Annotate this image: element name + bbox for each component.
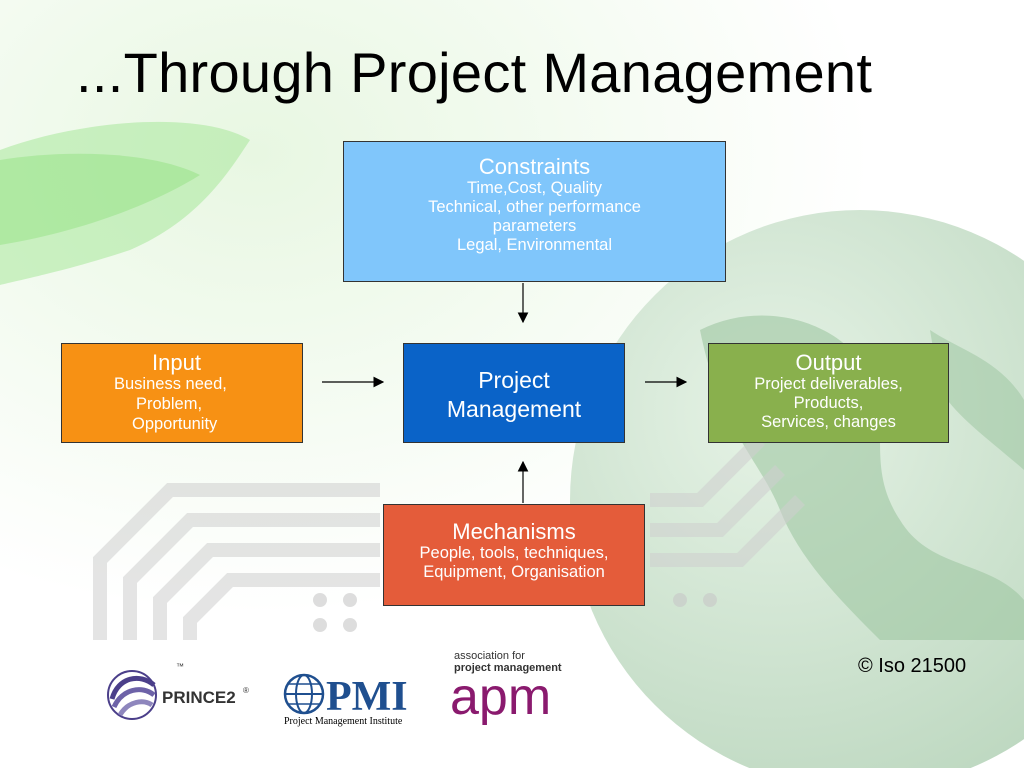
apm-wordmark: apm xyxy=(450,668,551,726)
input-box: Input Business need, Problem, Opportunit… xyxy=(61,343,303,443)
output-line: Products, xyxy=(793,394,864,413)
prince2-swirl-icon xyxy=(107,670,157,720)
constraints-line: Time,Cost, Quality xyxy=(466,179,603,198)
constraints-box: Constraints Time,Cost, Quality Technical… xyxy=(343,141,726,282)
svg-text:™: ™ xyxy=(176,662,184,671)
svg-text:®: ® xyxy=(243,686,249,695)
pmi-wordmark: PMI xyxy=(326,674,408,720)
output-heading: Output xyxy=(795,350,862,375)
mechanisms-line: People, tools, techniques, xyxy=(419,544,609,563)
project-management-line: Management xyxy=(446,395,582,422)
pmi-globe-icon xyxy=(283,673,325,715)
mechanisms-box: Mechanisms People, tools, techniques, Eq… xyxy=(383,504,645,606)
mechanisms-heading: Mechanisms xyxy=(452,519,576,544)
apm-logo: association for project management apm xyxy=(446,648,590,730)
constraints-line: parameters xyxy=(492,217,577,236)
project-management-line: Project xyxy=(478,367,550,393)
pmi-caption: Project Management Institute xyxy=(284,716,403,727)
input-line: Problem, xyxy=(136,395,203,414)
pmi-logo: PMI Project Management Institute xyxy=(282,660,437,728)
output-box: Output Project deliverables, Products, S… xyxy=(708,343,949,443)
constraints-line: Technical, other performance xyxy=(428,198,641,217)
prince2-logo: PRINCE2 ® ™ xyxy=(100,655,268,729)
output-line: Project deliverables, xyxy=(754,375,903,394)
input-line: Opportunity xyxy=(132,414,218,433)
mechanisms-line: Equipment, Organisation xyxy=(423,563,605,582)
apm-line1: association for xyxy=(454,650,525,662)
constraints-heading: Constraints xyxy=(478,154,591,179)
copyright-text: © Iso 21500 xyxy=(858,655,967,677)
apm-line2: project management xyxy=(454,662,562,674)
input-line: Business need, xyxy=(114,375,227,394)
slide-title: ...Through Project Management xyxy=(76,41,873,104)
constraints-line: Legal, Environmental xyxy=(456,236,612,255)
output-line: Services, changes xyxy=(761,413,896,432)
project-management-box: Project Management xyxy=(403,343,625,443)
prince2-wordmark: PRINCE2 xyxy=(162,688,236,707)
input-heading: Input xyxy=(152,350,201,375)
